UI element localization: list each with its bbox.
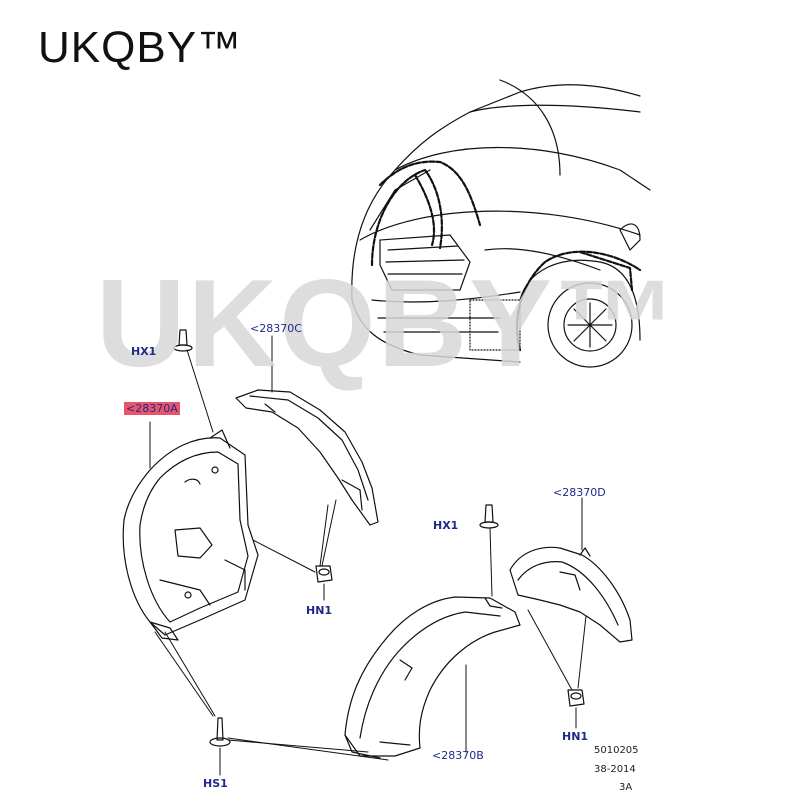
fastener-hs1 [209, 717, 231, 747]
fastener-hn1-right [567, 689, 585, 707]
label-part-28370d: <28370D [553, 486, 606, 499]
footer-ref-line1: 5010205 [594, 745, 639, 756]
label-part-28370a: <28370A [124, 402, 180, 415]
watermark-text: UKQBY™ [96, 255, 680, 393]
label-hn1-left: HN1 [306, 604, 333, 617]
vehicle-illustration [351, 79, 651, 368]
part-28370a-drawing [122, 429, 259, 641]
footer-ref-line2: 38-2014 [594, 764, 636, 775]
label-part-28370c: <28370C [250, 322, 302, 335]
label-hs1: HS1 [203, 777, 228, 790]
label-hx1-right: HX1 [433, 519, 459, 532]
leader-lines [149, 335, 587, 776]
part-28370c-drawing [235, 389, 379, 526]
label-hn1-right: HN1 [562, 730, 589, 743]
brand-logo-text: UKQBY™ [38, 23, 243, 72]
footer-ref-line3: 3A [619, 782, 633, 793]
label-hx1-left: HX1 [131, 345, 157, 358]
fastener-hx1-right [479, 504, 499, 529]
part-28370d-drawing [509, 546, 633, 643]
fastener-hx1-left [173, 329, 193, 352]
vehicle-liner-outlines [370, 160, 642, 352]
fastener-hn1-left [315, 565, 333, 583]
label-part-28370b: <28370B [432, 749, 484, 762]
part-28370b-drawing [344, 596, 521, 759]
